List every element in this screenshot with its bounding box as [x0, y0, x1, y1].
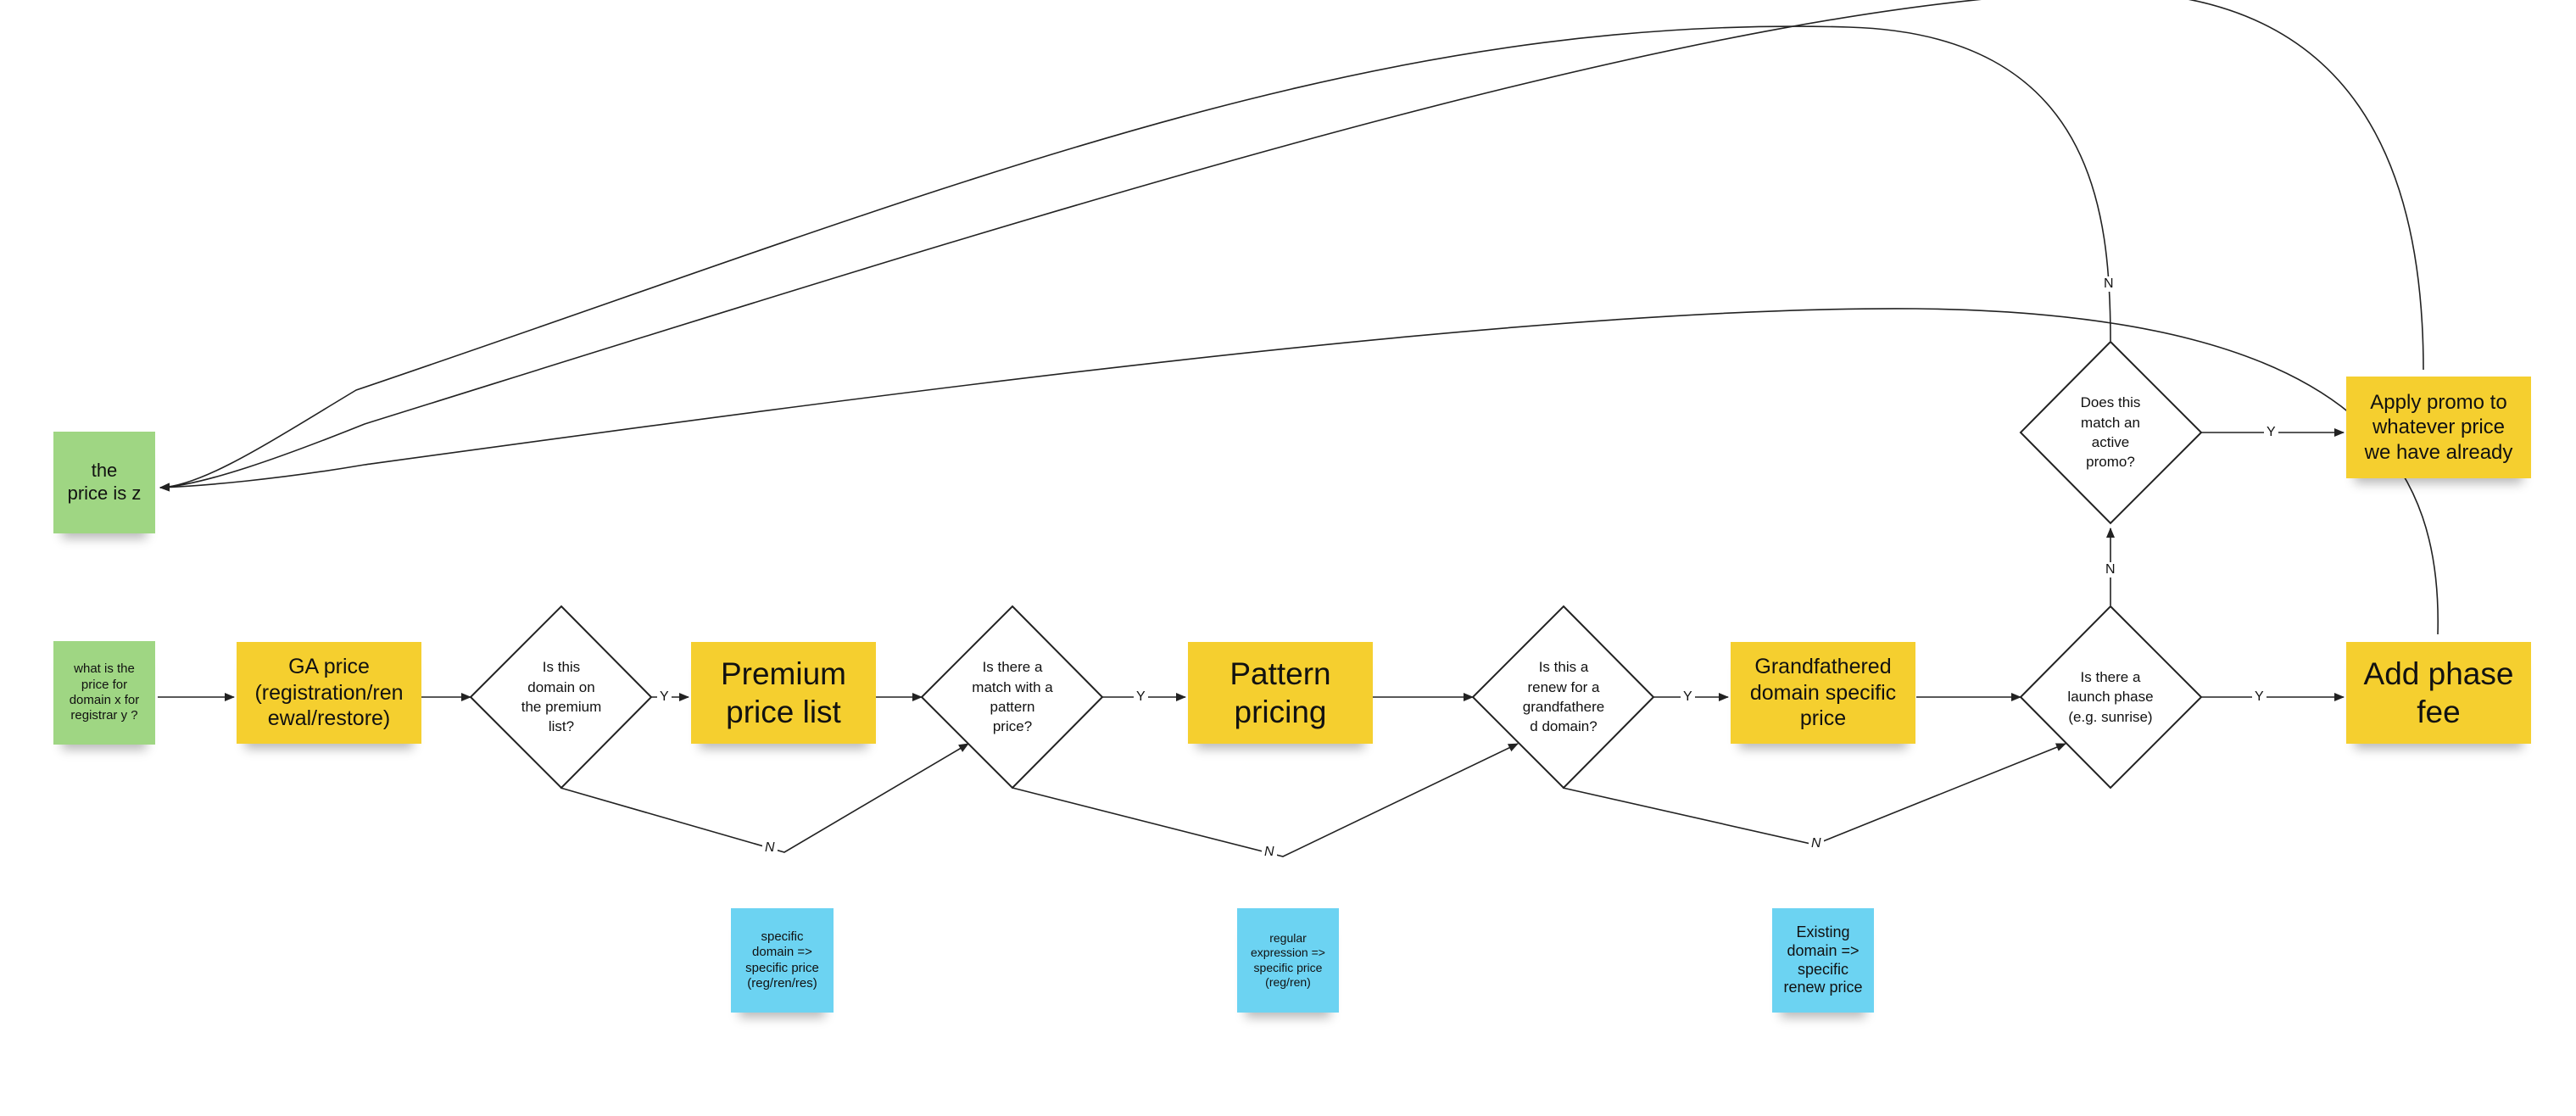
grandfathered-no-label: N	[1809, 836, 1824, 851]
pattern-pricing-text: Pattern pricing	[1229, 656, 1331, 729]
grandfathered-question-diamond	[1471, 605, 1655, 790]
pattern-question-text: Is there a match with a pattern price?	[972, 659, 1053, 735]
ga-price-sticky[interactable]: GA price (registration/ren ewal/restore)	[237, 642, 421, 744]
grandfathered-note-sticky[interactable]: Existing domain => specific renew price	[1772, 908, 1874, 1013]
edge-promo-question-no	[159, 25, 2111, 492]
promo-no-label: N	[2101, 276, 2116, 292]
promo-question-text: Does this match an active promo?	[2080, 394, 2141, 471]
grandfathered-price-sticky[interactable]: Grandfathered domain specific price	[1731, 642, 1915, 744]
result-text: the price is z	[67, 460, 142, 504]
launch-question-diamond	[2019, 605, 2203, 790]
grandfathered-yes-label: Y	[1681, 689, 1695, 705]
edge-premium-question-no	[560, 743, 969, 853]
apply-promo-text: Apply promo to whatever price we have al…	[2364, 391, 2513, 464]
premium-yes-label: Y	[657, 689, 672, 705]
grandfathered-price-text: Grandfathered domain specific price	[1749, 655, 1897, 731]
premium-list-sticky[interactable]: Premium price list	[691, 642, 876, 744]
edge-apply-promo-to-result	[159, 0, 2424, 492]
premium-no-label: N	[762, 840, 778, 856]
promo-yes-label: Y	[2264, 425, 2278, 440]
pattern-note-text: regular expression => specific price (re…	[1251, 931, 1325, 989]
premium-note-sticky[interactable]: specific domain => specific price (reg/r…	[731, 908, 834, 1013]
launch-yes-label: Y	[2252, 689, 2267, 705]
edge-grandfathered-question-no	[1562, 743, 2066, 845]
pattern-question-diamond	[920, 605, 1104, 790]
grandfathered-question-text: Is this a renew for a grandfathere d dom…	[1522, 659, 1605, 735]
premium-question-diamond	[469, 605, 653, 790]
premium-question-text: Is this domain on the premium list?	[521, 659, 602, 735]
result-sticky[interactable]: the price is z	[53, 432, 155, 533]
pattern-no-label: N	[1262, 845, 1277, 860]
question-sticky[interactable]: what is the price for domain x for regis…	[53, 641, 155, 745]
grandfathered-note-text: Existing domain => specific renew price	[1783, 923, 1863, 996]
apply-promo-sticky[interactable]: Apply promo to whatever price we have al…	[2346, 377, 2531, 478]
premium-note-text: specific domain => specific price (reg/r…	[745, 929, 819, 990]
launch-question-text: Is there a launch phase (e.g. sunrise)	[2067, 668, 2154, 725]
add-phase-fee-sticky[interactable]: Add phase fee	[2346, 642, 2531, 744]
pattern-pricing-sticky[interactable]: Pattern pricing	[1188, 642, 1373, 744]
pattern-yes-label: Y	[1134, 689, 1148, 705]
promo-question-diamond	[2019, 340, 2203, 525]
launch-no-label: N	[2103, 562, 2118, 578]
pattern-note-sticky[interactable]: regular expression => specific price (re…	[1237, 908, 1339, 1013]
ga-price-text: GA price (registration/ren ewal/restore)	[254, 655, 404, 731]
edge-pattern-question-no	[1012, 743, 1519, 857]
premium-list-text: Premium price list	[720, 656, 847, 729]
add-phase-fee-text: Add phase fee	[2363, 656, 2514, 729]
question-text: what is the price for domain x for regis…	[69, 661, 140, 723]
